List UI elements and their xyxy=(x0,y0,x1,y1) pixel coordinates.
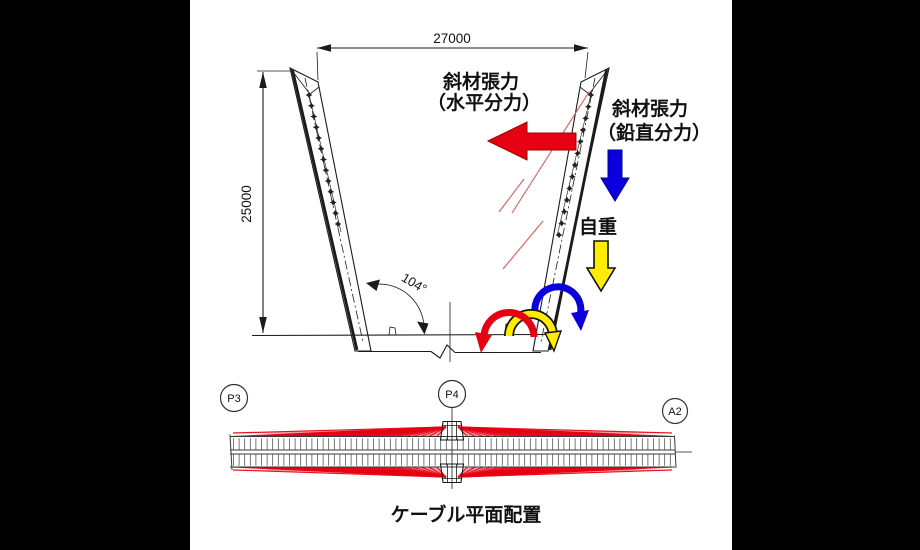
plan-tower-legs xyxy=(439,420,465,484)
stay-cable-lines xyxy=(498,91,590,270)
angle-value: 104° xyxy=(399,270,430,297)
dim-width-value: 27000 xyxy=(433,31,471,46)
yellow-self-weight-arrow xyxy=(585,240,617,293)
red-horizontal-force-arrow xyxy=(486,121,577,161)
marker-A2: A2 xyxy=(661,397,689,425)
marker-P3-label: P3 xyxy=(227,393,240,405)
pylon-left-leg xyxy=(289,66,372,352)
stay-anchor-marks-left xyxy=(306,92,341,227)
label-horizontal-force-line1: 斜材張力 xyxy=(442,70,519,93)
blue-vertical-force-arrow xyxy=(600,149,630,202)
cable-plan-view: P3 P4 A2 ケーブル平面配置 xyxy=(219,379,692,526)
cable-fans xyxy=(232,426,673,478)
stay-anchor-marks-right xyxy=(556,92,594,238)
pylon-right-leg xyxy=(532,66,610,352)
blue-moment-arrow xyxy=(531,283,589,331)
yellow-moment-arrow xyxy=(504,309,563,353)
label-self-weight: 自重 xyxy=(579,215,617,238)
angle-annotation: 104° xyxy=(366,270,430,335)
marker-P4: P4 xyxy=(437,379,467,409)
red-moment-arrow xyxy=(475,309,538,353)
marker-A2-label: A2 xyxy=(668,406,681,418)
deck-tab-left xyxy=(388,326,397,336)
pylon-elevation: 27000 25000 104° xyxy=(239,31,711,362)
dim-height-value: 25000 xyxy=(239,185,254,223)
pylon-cable-diagram: 27000 25000 104° xyxy=(219,31,711,526)
moment-arrows xyxy=(475,283,589,353)
plan-deck xyxy=(229,408,692,489)
force-annotations: 斜材張力 （水平分力） 斜材張力 （鉛直分力） 自重 xyxy=(427,70,711,293)
dimension-height: 25000 xyxy=(239,70,291,333)
deck-crossbeam-ticks xyxy=(233,438,671,466)
marker-P3: P3 xyxy=(219,383,249,413)
label-vertical-force-line2: （鉛直分力） xyxy=(597,121,711,144)
marker-P4-label: P4 xyxy=(445,389,458,401)
label-horizontal-force-line2: （水平分力） xyxy=(427,91,541,114)
label-vertical-force-line1: 斜材張力 xyxy=(611,97,688,120)
drawing-panel: 27000 25000 104° xyxy=(190,0,732,550)
pier-markers: P3 P4 A2 xyxy=(219,379,689,425)
plan-caption: ケーブル平面配置 xyxy=(391,503,542,526)
dimension-width: 27000 xyxy=(316,31,589,81)
